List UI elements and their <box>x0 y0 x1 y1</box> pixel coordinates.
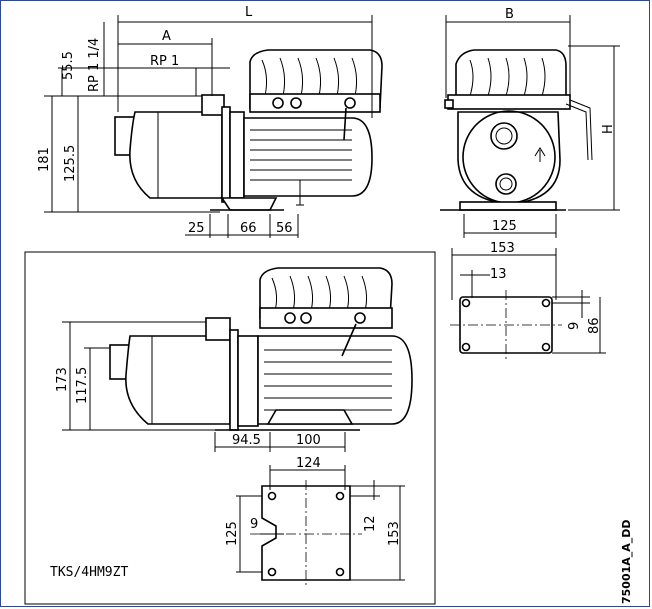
dim-125-end: 125 <box>492 219 517 234</box>
dim-86: 86 <box>587 317 602 334</box>
drawing-code: 75001A_A_DD <box>620 519 633 604</box>
lower-base-dims <box>236 480 405 581</box>
dim-9-lower: 9 <box>250 517 258 532</box>
base-plate-right <box>450 290 562 360</box>
lower-view-frame <box>24 251 436 605</box>
pump-side-view-top <box>114 49 383 211</box>
dim-12: 12 <box>363 515 378 532</box>
dim-RP: RP 1 <box>150 54 179 69</box>
lower-dims <box>62 321 346 490</box>
dim-173: 173 <box>55 367 70 392</box>
dim-H: H <box>601 124 616 134</box>
dim-153-lower: 153 <box>387 521 402 546</box>
end-dims <box>445 15 620 300</box>
dim-94-5: 94.5 <box>232 433 261 448</box>
dim-RP114: RP 1 1/4 <box>87 38 102 92</box>
dim-56: 56 <box>276 221 293 236</box>
dim-9-right: 9 <box>567 322 582 330</box>
dim-A: A <box>162 29 171 44</box>
dim-100: 100 <box>296 433 321 448</box>
dim-117-5: 117.5 <box>75 367 90 404</box>
pump-side-view-lower <box>109 267 413 431</box>
pump-end-view <box>440 49 593 211</box>
dim-125-lower: 125 <box>225 521 240 546</box>
dim-125-5: 125.5 <box>63 145 78 182</box>
base-right-dims <box>460 270 606 354</box>
dim-124: 124 <box>296 456 321 471</box>
top-dims <box>44 15 373 238</box>
model-label: TKS/4HM9ZT <box>50 565 128 580</box>
dim-B: B <box>505 7 514 22</box>
dim-181: 181 <box>37 147 52 172</box>
dim-55-5: 55.5 <box>61 51 76 80</box>
dim-153-end: 153 <box>490 241 515 256</box>
dim-25: 25 <box>188 221 205 236</box>
dim-13: 13 <box>490 267 507 282</box>
dim-66: 66 <box>240 221 257 236</box>
dim-L: L <box>245 5 253 20</box>
